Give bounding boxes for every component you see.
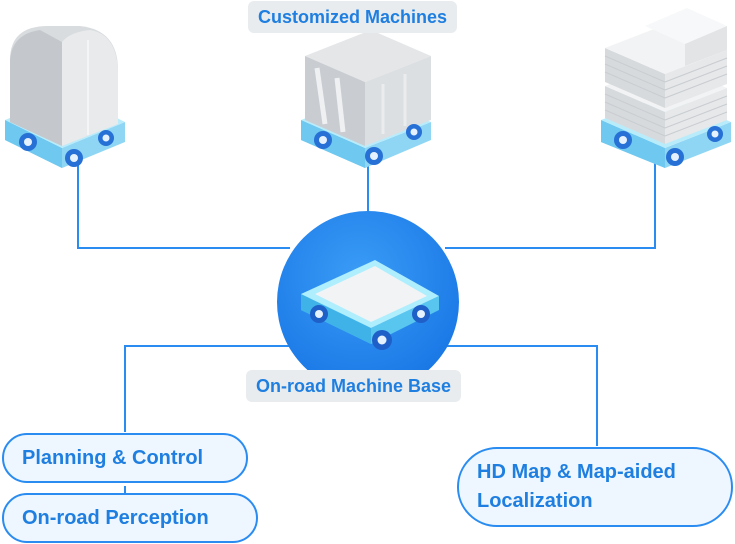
machine-base-label: On-road Machine Base bbox=[246, 370, 462, 402]
planning-control-module: Planning & Control bbox=[2, 433, 248, 483]
hd-map-text-line1: HD Map & Map-aided bbox=[477, 461, 676, 483]
link-planning bbox=[124, 345, 293, 432]
onroad-perception-text: On-road Perception bbox=[22, 506, 209, 529]
box-cargo-vehicle-icon bbox=[301, 30, 431, 168]
stacked-parcel-vehicle-icon bbox=[601, 8, 731, 168]
customized-machines-label: Customized Machines bbox=[248, 1, 458, 33]
hd-map-module: HD Map & Map-aided Localization bbox=[457, 447, 733, 527]
link-right-vehicle bbox=[445, 160, 656, 249]
planning-control-text: Planning & Control bbox=[22, 446, 204, 469]
onroad-perception-module: On-road Perception bbox=[2, 493, 258, 543]
machine-base-platform-icon bbox=[301, 260, 439, 350]
link-hdmap bbox=[445, 345, 598, 446]
hd-map-text-line2: Localization bbox=[477, 490, 593, 512]
link-left-vehicle bbox=[77, 160, 290, 249]
machine-base-circle bbox=[277, 211, 459, 393]
dome-cargo-vehicle-icon bbox=[5, 26, 125, 168]
